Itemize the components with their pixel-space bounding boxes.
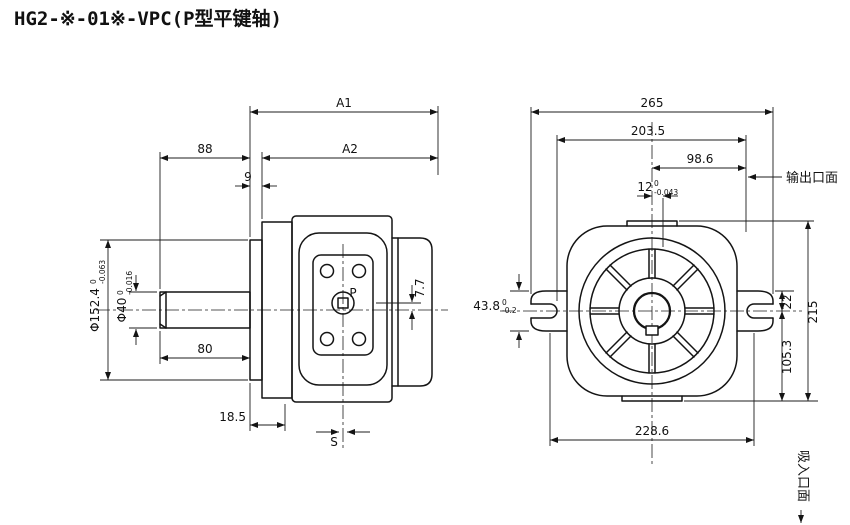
right-mounting-ear [736, 290, 774, 305]
dim-a2: A2 [342, 142, 358, 156]
ribs [589, 248, 715, 374]
dim-203-5: 203.5 [631, 124, 665, 138]
side-view-centerlines [96, 244, 448, 450]
drawing-title: HG2-※-01※-VPC(P型平键轴) [14, 7, 282, 30]
svg-text:0: 0 [89, 279, 98, 284]
rear-cover [391, 237, 433, 387]
pump-body [291, 215, 393, 403]
dim-80: 80 [197, 342, 212, 356]
svg-text:Φ40: Φ40 [115, 298, 129, 323]
dim-phi152: Φ152.4 0 -0.063 [88, 260, 107, 332]
svg-text:-0.043: -0.043 [654, 188, 678, 197]
svg-text:-0.016: -0.016 [125, 271, 134, 295]
svg-text:43.8: 43.8 [473, 299, 500, 313]
bolt-hole [351, 331, 367, 347]
dim-18-5: 18.5 [219, 410, 246, 424]
dim-12: 12 0 -0.043 [637, 179, 678, 197]
front-view-dimension-lines [510, 107, 818, 523]
side-view-part [159, 215, 433, 403]
bolt-hole [319, 263, 335, 279]
body-outline [566, 225, 738, 397]
label-p-port: P [349, 286, 356, 300]
dim-228-6: 228.6 [635, 424, 669, 438]
hub-circle [618, 277, 686, 345]
right-ear-slot [746, 303, 774, 319]
svg-text:0: 0 [654, 179, 659, 188]
side-view-dim-labels: A1 A2 88 9 80 18.5 P S Φ152.4 0 -0.063 Φ… [88, 96, 427, 449]
left-ear-slot [530, 303, 558, 319]
svg-text:0: 0 [502, 298, 507, 307]
pilot-circle [578, 237, 726, 385]
svg-text:-0.063: -0.063 [98, 260, 107, 284]
p-port-square [337, 297, 349, 309]
left-mounting-ear [530, 290, 568, 305]
svg-text:7.7: 7.7 [413, 278, 427, 297]
svg-text:吸入口面: 吸入口面 [795, 450, 810, 502]
svg-text:-0.2: -0.2 [502, 306, 517, 315]
front-view-part [530, 220, 774, 402]
svg-text:22: 22 [780, 294, 794, 309]
front-view: 265 203.5 98.6 228.6 12 0 -0.043 43.8 0 … [473, 96, 838, 523]
bottom-port-boss [621, 395, 683, 402]
label-s: S [330, 435, 338, 449]
dim-43-8: 43.8 0 -0.2 [473, 298, 517, 315]
side-view-dimension-lines [100, 106, 439, 435]
dim-7-7: 7.7 [413, 278, 427, 297]
rib-circle [589, 248, 715, 374]
side-view: A1 A2 88 9 80 18.5 P S Φ152.4 0 -0.063 Φ… [88, 96, 448, 450]
front-view-dim-labels: 265 203.5 98.6 228.6 12 0 -0.043 43.8 0 … [473, 96, 838, 502]
dim-22: 22 [780, 294, 794, 309]
bolt-hole [319, 331, 335, 347]
dim-215: 215 [806, 301, 820, 324]
top-port-boss [626, 220, 678, 227]
bolt-hole [351, 263, 367, 279]
keyway [645, 325, 659, 336]
svg-text:Φ152.4: Φ152.4 [88, 288, 102, 332]
body-face [298, 232, 388, 386]
label-inlet-face: 吸入口面 [795, 450, 810, 502]
dim-88: 88 [197, 142, 212, 156]
label-outlet-face: 输出口面 [786, 170, 838, 186]
port-block [312, 254, 374, 356]
svg-text:0: 0 [116, 290, 125, 295]
dim-a1: A1 [336, 96, 352, 110]
p-port [331, 291, 355, 315]
dim-9: 9 [244, 170, 252, 184]
svg-text:12: 12 [637, 180, 652, 194]
svg-text:105.3: 105.3 [780, 340, 794, 374]
dim-phi40: Φ40 0 -0.016 [115, 271, 134, 323]
dim-98-6: 98.6 [687, 152, 714, 166]
svg-text:215: 215 [806, 301, 820, 324]
dim-265: 265 [641, 96, 664, 110]
dim-105-3: 105.3 [780, 340, 794, 374]
